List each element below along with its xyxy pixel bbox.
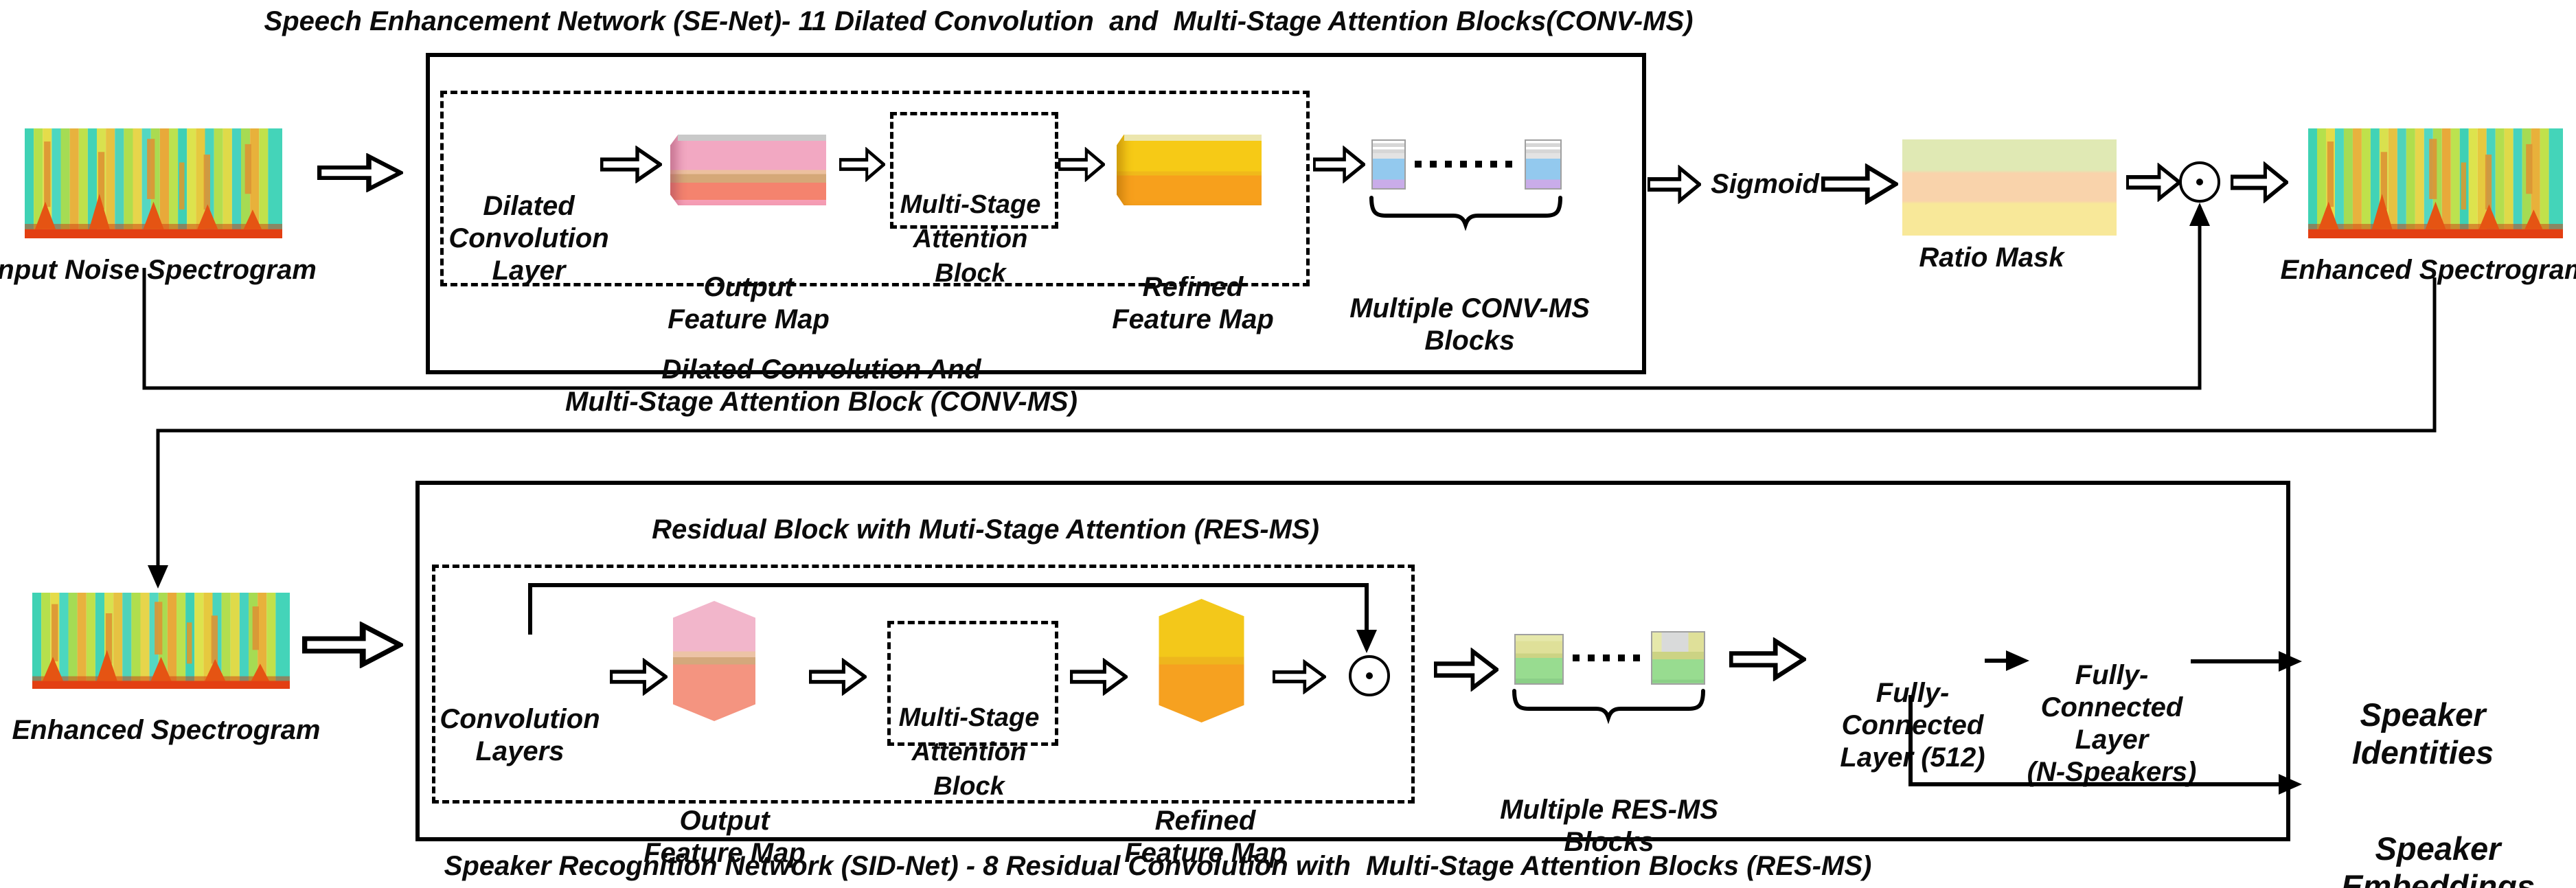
flow-arrow-icon: [1070, 658, 1128, 696]
res-ms-block-icon: [1514, 634, 1564, 685]
flow-arrow-icon: [1434, 648, 1498, 692]
ratio-mask-label: Ratio Mask: [1919, 242, 2064, 273]
elementwise-multiply-icon: [1349, 655, 1390, 696]
flow-arrow-icon: [1058, 147, 1105, 182]
flow-arrow-icon: [1313, 146, 1365, 183]
input-noise-spectrogram-label: Input Noise Spectrogram: [0, 255, 317, 285]
flow-arrow-icon: [839, 147, 885, 182]
conv-ms-block-icon: [1371, 139, 1406, 190]
flow-arrow-icon: [302, 622, 403, 668]
sid-net-caption: Speaker Recognition Network (SID-Net) - …: [444, 851, 1872, 881]
res-ms-title: Residual Block with Muti-Stage Attention…: [652, 514, 1319, 545]
refined-feature-map-shape: [1117, 135, 1262, 205]
res-ms-block-icon: [1651, 631, 1705, 685]
flow-arrow-icon: [600, 146, 662, 183]
input-noise-spectrogram-image: [25, 128, 282, 238]
flow-arrow-icon: [809, 658, 867, 696]
se-net-title: Speech Enhancement Network (SE-Net)- 11 …: [264, 6, 1694, 36]
conv-ms-block-icon: [1525, 139, 1562, 190]
enhanced-spectrogram-label-top: Enhanced Spectrogram: [2280, 255, 2576, 285]
refined-feature-map-shape-bottom: [1159, 599, 1244, 722]
ratio-mask-image: [1902, 139, 2117, 236]
flow-arrow-icon: [317, 153, 403, 192]
flow-arrow-icon: [1729, 637, 1806, 681]
output-feature-map-shape: [670, 135, 826, 205]
flow-arrow-icon: [1648, 165, 1701, 204]
enhanced-spectrogram-label-bottom: Enhanced Spectrogram: [12, 715, 321, 745]
flow-arrow-icon: [2231, 161, 2288, 203]
elementwise-multiply-icon: [2179, 161, 2220, 203]
output-feature-map-shape-bottom: [673, 601, 755, 721]
enhanced-spectrogram-image-top: [2308, 128, 2563, 238]
flow-arrow-icon: [610, 658, 668, 696]
sigmoid-label: Sigmoid: [1711, 169, 1819, 199]
flow-arrow-icon: [2126, 163, 2181, 202]
flow-arrow-icon: [1821, 163, 1898, 205]
flow-arrow-icon: [1273, 659, 1326, 694]
enhanced-spectrogram-image-bottom: [32, 593, 290, 689]
